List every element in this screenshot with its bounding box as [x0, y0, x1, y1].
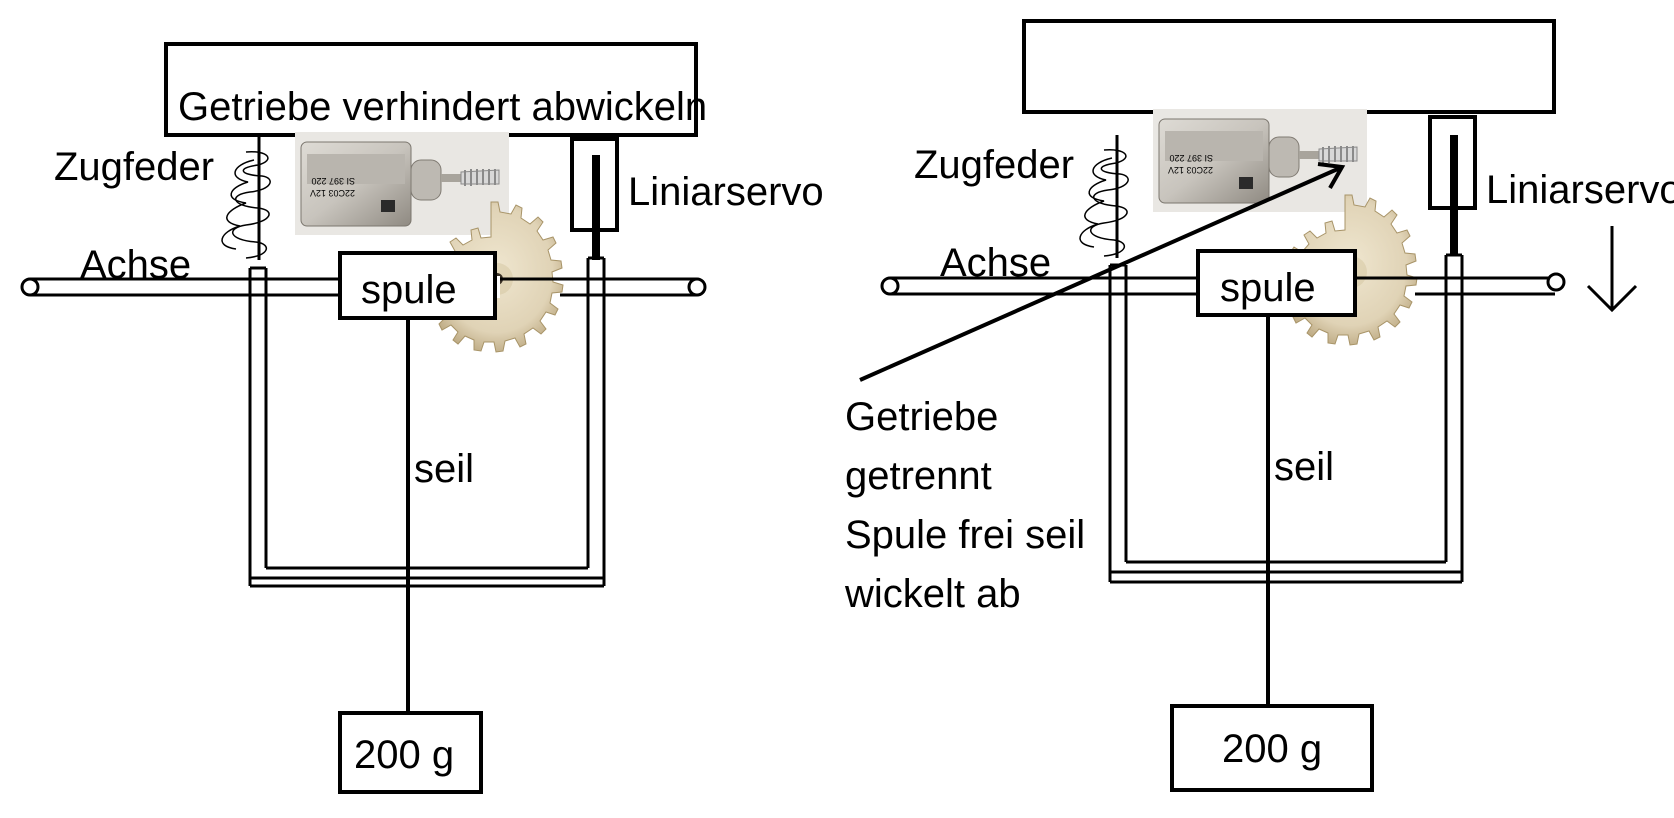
- right-spring-icon: [1079, 149, 1129, 257]
- left-weight-box: [338, 711, 483, 794]
- left-servo-label: Liniarservo: [628, 170, 824, 214]
- right-motor-icon: [1152, 108, 1368, 213]
- left-rope-label: seil: [414, 447, 474, 491]
- left-title: Getriebe verhindert abwickeln: [178, 85, 707, 129]
- right-spring-label: Zugfeder: [914, 143, 1074, 187]
- left-spool-box: [338, 251, 497, 320]
- down-arrow-icon: [1586, 226, 1638, 313]
- right-spool-label: spule: [1220, 266, 1316, 310]
- annotation-line-2: getrennt: [845, 454, 992, 498]
- annotation-arrow: [859, 162, 1346, 382]
- right-rope-label: seil: [1274, 445, 1334, 489]
- right-weight-box: [1170, 704, 1374, 792]
- right-panel: spule seil 200 g Zugfeder Achse Liniarse…: [844, 19, 1674, 792]
- left-axle-label: Achse: [80, 243, 191, 287]
- left-spring-icon: [221, 151, 271, 259]
- annotation-line-1: Getriebe: [845, 395, 998, 439]
- left-weight-label: 200 g: [354, 733, 454, 777]
- right-axle-label: Achse: [940, 241, 1051, 285]
- annotation-line-3: Spule frei seil: [845, 513, 1085, 557]
- left-spring-label: Zugfeder: [54, 145, 214, 189]
- right-servo-label: Liniarservo: [1486, 168, 1674, 212]
- left-panel: spule seil 200 g Getriebe verhindert abw…: [20, 42, 824, 794]
- left-spool-label: spule: [361, 268, 457, 312]
- right-top-plate: [1022, 19, 1556, 114]
- right-frame: [1108, 253, 1464, 584]
- left-frame: [248, 256, 606, 588]
- annotation-line-4: wickelt ab: [844, 572, 1021, 616]
- left-motor-icon: [294, 131, 510, 236]
- right-weight-label: 200 g: [1222, 727, 1322, 771]
- right-spool-box: [1196, 249, 1357, 317]
